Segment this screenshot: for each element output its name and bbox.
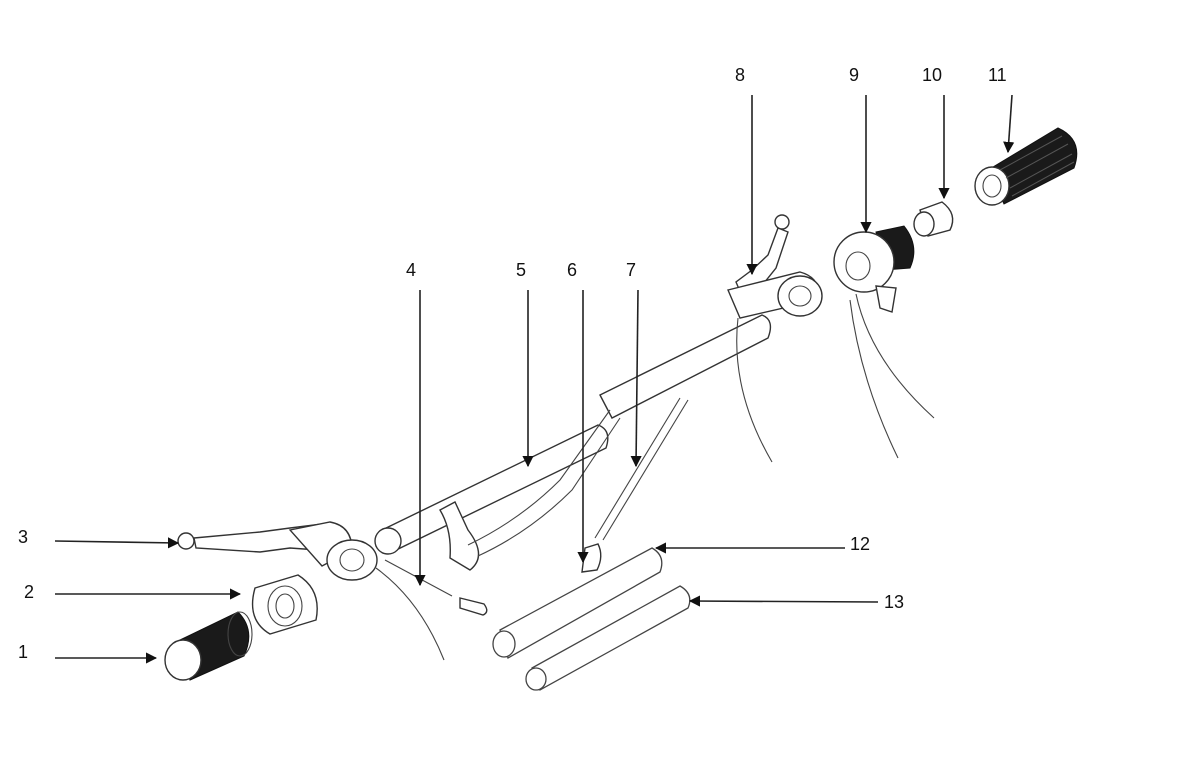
- left-brake-lever: [177, 521, 445, 661]
- callout-labels: 1 2 3 4 5 6 7 8 9 10 11 12 13: [18, 65, 1007, 662]
- callout-11: 11: [988, 65, 1007, 85]
- handlebar-bar: [374, 314, 772, 571]
- leader-lines: [54, 94, 1015, 664]
- right-grip: [974, 127, 1078, 206]
- callout-12: 12: [850, 534, 870, 554]
- leader-7: [630, 289, 642, 468]
- left-grip: [164, 611, 253, 681]
- tube-12: [492, 547, 663, 659]
- callout-1: 1: [18, 642, 28, 662]
- callout-13: 13: [884, 592, 904, 612]
- callout-3: 3: [18, 527, 28, 547]
- right-brake-lever: [727, 214, 823, 463]
- callout-8: 8: [735, 65, 745, 85]
- callout-2: 2: [24, 582, 34, 602]
- right-spacer: [913, 201, 954, 237]
- leader-11: [1003, 94, 1015, 154]
- left-clamp-ring: [251, 574, 318, 635]
- callout-10: 10: [922, 65, 942, 85]
- right-throttle: [833, 225, 935, 459]
- callout-9: 9: [849, 65, 859, 85]
- callout-7: 7: [626, 260, 636, 280]
- callout-6: 6: [567, 260, 577, 280]
- leader-13: [688, 595, 879, 607]
- leader-3: [54, 537, 180, 549]
- callout-5: 5: [516, 260, 526, 280]
- end-plug: [581, 543, 602, 573]
- callout-4: 4: [406, 260, 416, 280]
